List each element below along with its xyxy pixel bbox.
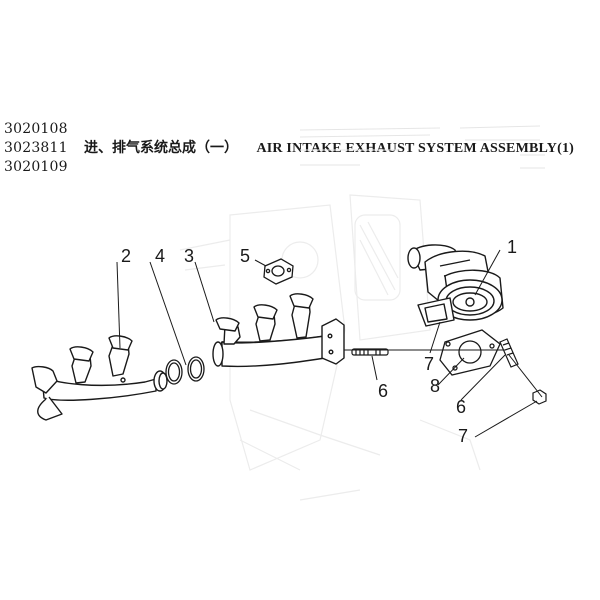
- callout-4: 4: [155, 246, 165, 266]
- header: 3020108 3023811 3020109 进、排气系统总成（一） AIR …: [4, 120, 596, 184]
- background-bleed: [179, 194, 481, 501]
- background-bleed-text: [299, 125, 545, 169]
- part-code-3: 3020109: [4, 159, 68, 175]
- callout-6-right: 6: [456, 397, 466, 417]
- part-code-1: 3020108: [4, 121, 68, 137]
- part-3-front-manifold: [212, 293, 345, 368]
- callout-7-upper: 7: [424, 354, 434, 374]
- title-english: AIR INTAKE EXHAUST SYSTEM ASSEMBLY(1): [256, 141, 575, 156]
- part-code-2: 3023811: [4, 140, 68, 156]
- callout-6-left: 6: [378, 381, 388, 401]
- part-7-nut-lower: [532, 389, 547, 405]
- leader-lines: [116, 249, 543, 438]
- title-chinese: 进、排气系统总成（一）: [84, 140, 238, 156]
- part-1-turbocharger: [407, 244, 504, 327]
- callouts: 1 2 3 4 5 6 6 7 7 8: [121, 237, 517, 446]
- part-2-rear-manifold: [31, 335, 168, 421]
- callout-2: 2: [121, 246, 131, 266]
- part-4-gasket-rings: [165, 356, 205, 385]
- callout-5: 5: [240, 246, 250, 266]
- part-8-turbo-gasket: [439, 329, 501, 376]
- callout-8: 8: [430, 376, 440, 396]
- part-5-flange-gasket: [263, 258, 294, 285]
- page-title: 进、排气系统总成（一） AIR INTAKE EXHAUST SYSTEM AS…: [84, 139, 574, 158]
- callout-7-lower: 7: [458, 426, 468, 446]
- callout-1: 1: [507, 237, 517, 257]
- callout-3: 3: [184, 246, 194, 266]
